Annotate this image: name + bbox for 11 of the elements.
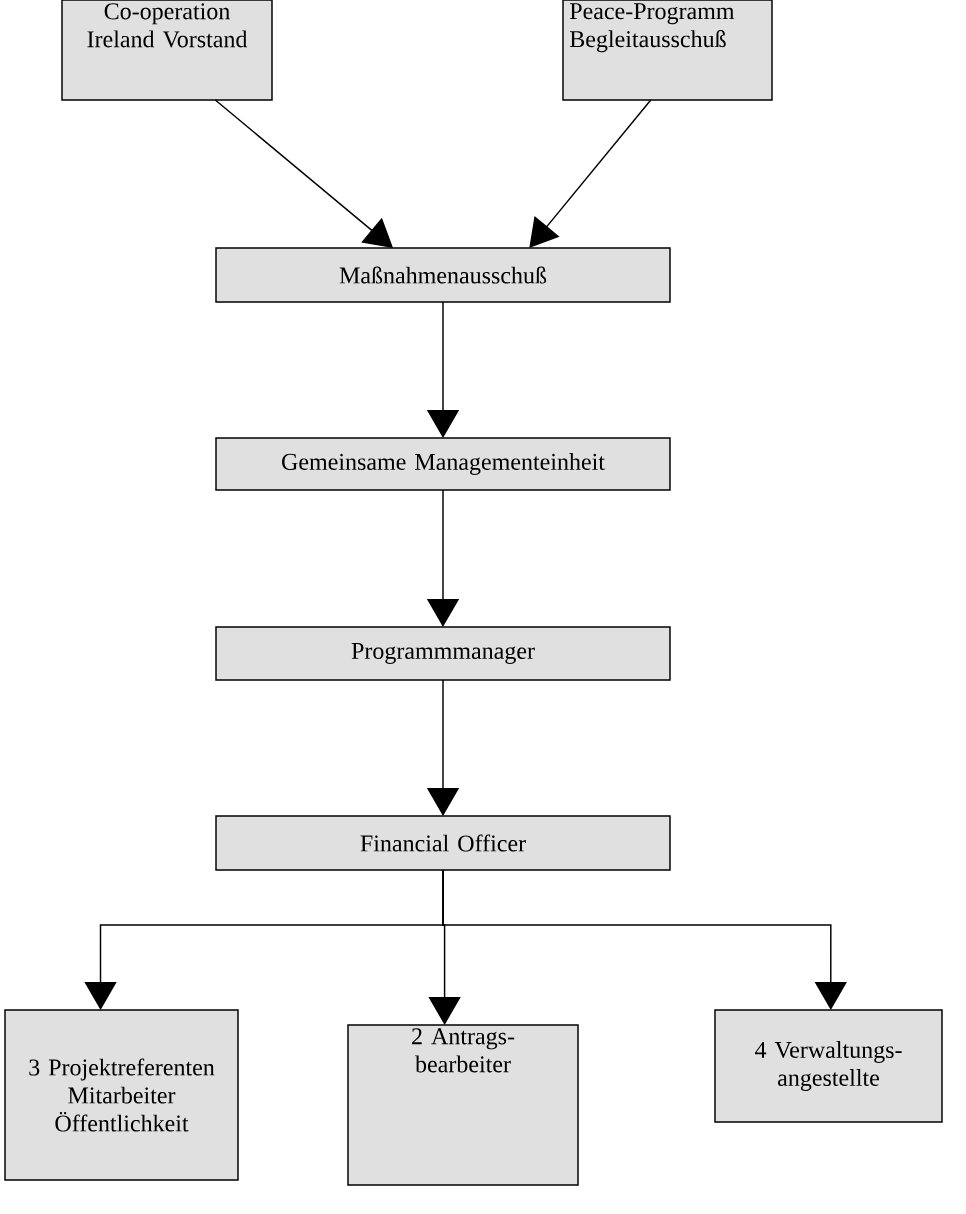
org-box: 2 Antrags- bearbeiter (347, 1024, 579, 1186)
org-box: 4 Verwaltungs- angestellte (714, 1009, 943, 1123)
arrow (529, 99, 652, 248)
org-box: Co-operation Ireland Vorstand (61, 0, 273, 101)
org-box: Peace-Programm Begleitausschuß (562, 0, 773, 101)
org-box: Gemeinsame Managementeinheit (215, 437, 671, 491)
org-box: Programmmanager (215, 626, 671, 681)
org-box: 3 Projektreferenten Mitarbeiter Öffentlichkeit (4, 1009, 239, 1181)
org-box: Financial Officer (215, 815, 671, 871)
org-box: Maßnahmenausschuß (215, 247, 671, 303)
arrow (442, 869, 847, 1010)
